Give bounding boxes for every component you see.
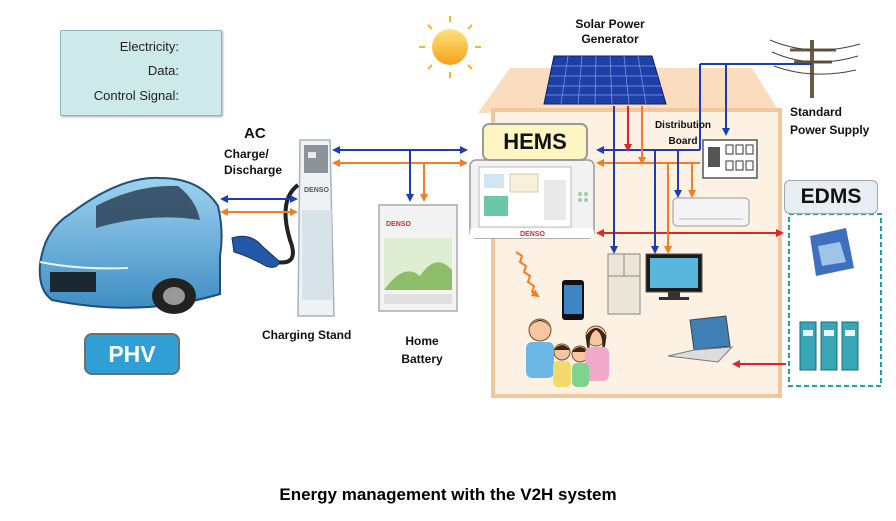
legend-control-label: Control Signal: [93,88,179,103]
hems-brand: DENSO [520,231,545,238]
phv-car-icon [38,176,223,314]
edms-equipment [788,213,882,387]
caption: Energy management with the V2H system [279,485,617,504]
family-icon [526,318,609,387]
air-conditioner-icon [672,197,750,227]
legend-box: Electricity: Data: Control Signal: [60,30,222,116]
sun-icon [419,16,481,78]
laptop-icon [667,315,734,363]
legend-data-label: Data: [147,63,179,78]
ac-label: AC [244,125,266,142]
wireless-signal-arrow [515,251,540,298]
charging-stand-label: Charging Stand [262,328,352,342]
charging-connector-icon [231,235,281,268]
stand-brand: DENSO [304,187,329,194]
charge-discharge-label: Charge/Discharge [224,147,283,177]
television-icon [645,253,703,300]
hems-badge: HEMS [482,123,588,161]
refrigerator-icon [607,253,641,315]
server-rack-icon [799,321,859,371]
edms-badge: EDMS [784,180,878,214]
smartphone-icon [562,280,584,320]
utility-pole-icon [769,39,861,98]
legend-electricity-label: Electricity: [119,39,179,54]
solar-panel-icon [543,55,667,105]
home-battery-icon [378,204,458,312]
server-map-icon [810,228,854,276]
hems-monitor [469,159,595,239]
battery-brand: DENSO [386,221,411,228]
flow-arrows [220,63,812,368]
charging-stand-icon [275,139,335,317]
phv-badge: PHV [84,333,180,375]
distribution-board-icon [702,139,758,179]
